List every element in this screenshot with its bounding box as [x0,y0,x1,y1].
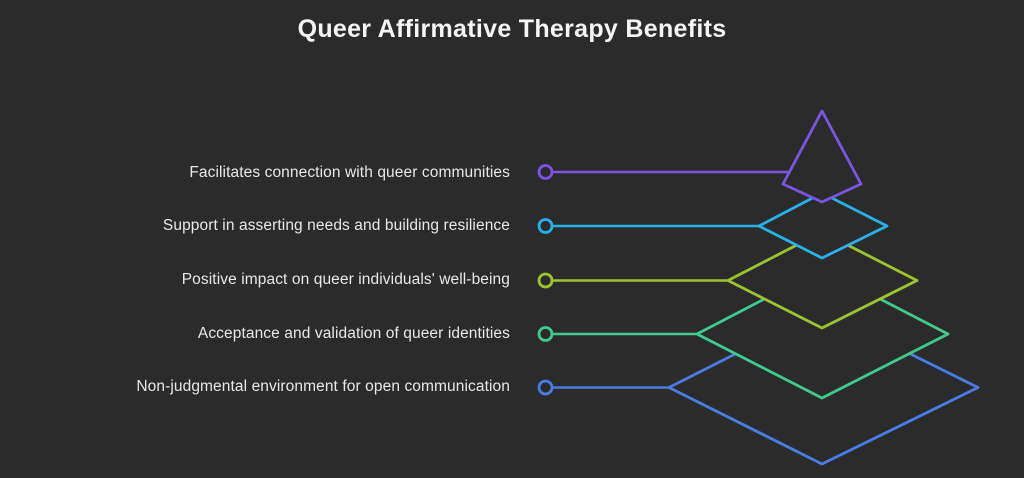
marker-circle-5 [537,379,554,396]
pyramid-apex-kite-icon [781,109,863,204]
benefit-label-2: Support in asserting needs and building … [162,217,510,234]
pyramid-level-4-diamond-icon [695,267,950,400]
benefit-label-5: Non-judgmental environment for open comm… [136,378,510,395]
marker-circle-4 [537,326,554,342]
marker-circle-3 [537,272,554,289]
pyramid-level-2-diamond-icon [757,191,889,260]
marker-circle-2 [537,218,554,234]
benefit-label-3: Positive impact on queer individuals' we… [181,271,510,288]
pyramid-level-3-diamond-icon [726,230,919,330]
marker-circle-1 [537,164,554,180]
page-title: Queer Affirmative Therapy Benefits [297,15,727,43]
benefit-label-1: Facilitates connection with queer commun… [189,163,510,181]
benefit-label-4: Acceptance and validation of queer ident… [197,324,510,342]
